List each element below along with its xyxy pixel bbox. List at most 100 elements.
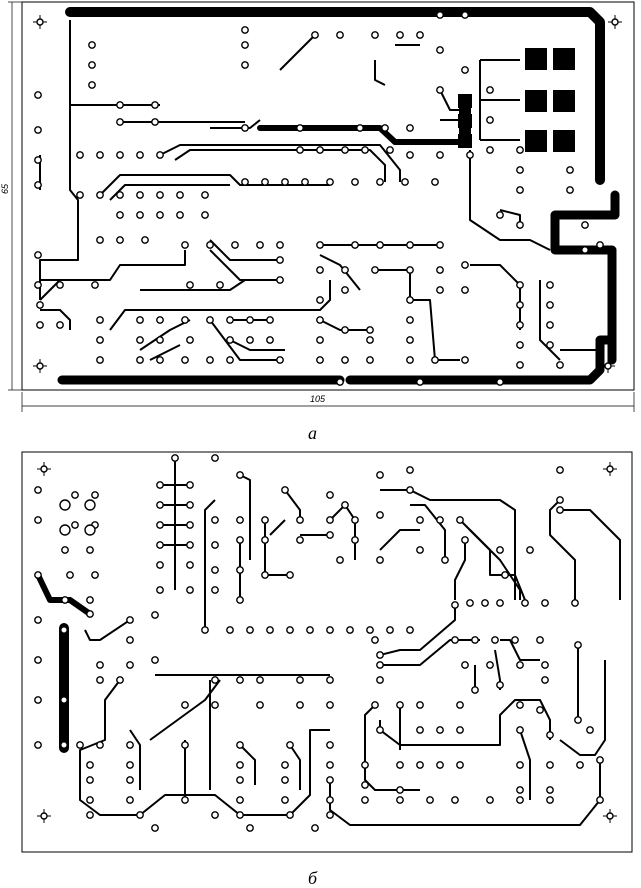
pad <box>231 241 239 249</box>
pad <box>461 286 469 294</box>
pad <box>311 31 319 39</box>
pad <box>116 191 124 199</box>
pad <box>574 641 582 649</box>
pad <box>436 241 444 249</box>
pad <box>126 776 134 784</box>
power-traces-b <box>35 572 93 753</box>
pad <box>36 301 44 309</box>
pad <box>336 31 344 39</box>
pad <box>466 599 474 607</box>
pad <box>341 266 349 274</box>
pad <box>516 661 524 669</box>
pad <box>381 124 389 132</box>
pad <box>34 181 42 189</box>
pad <box>376 651 384 659</box>
pad <box>346 626 354 634</box>
pad <box>246 626 254 634</box>
pad <box>456 701 464 709</box>
pad <box>471 686 479 694</box>
pad <box>76 741 84 749</box>
board-b <box>21 451 633 853</box>
pad <box>136 336 144 344</box>
pad <box>406 124 414 132</box>
pad <box>574 716 582 724</box>
pad <box>326 761 334 769</box>
pad <box>556 466 564 474</box>
pad <box>286 741 294 749</box>
pad <box>211 586 219 594</box>
pad <box>541 676 549 684</box>
pad <box>516 301 524 309</box>
pad <box>116 151 124 159</box>
pad <box>556 361 564 369</box>
pad <box>296 516 304 524</box>
pad <box>351 178 359 186</box>
pad <box>61 596 69 604</box>
pad <box>216 281 224 289</box>
pad <box>126 661 134 669</box>
pad <box>296 536 304 544</box>
pad <box>351 536 359 544</box>
pad <box>34 616 42 624</box>
pad <box>186 336 194 344</box>
pad <box>316 241 324 249</box>
pad <box>361 146 369 154</box>
pad <box>34 486 42 494</box>
pad <box>501 571 509 579</box>
pad <box>406 336 414 344</box>
pad <box>211 516 219 524</box>
pad <box>456 726 464 734</box>
pad <box>281 178 289 186</box>
pad <box>151 118 159 126</box>
pad <box>586 726 594 734</box>
pad <box>34 656 42 664</box>
pad <box>76 191 84 199</box>
pad <box>211 454 219 462</box>
pad <box>406 296 414 304</box>
pad <box>516 701 524 709</box>
pad <box>326 676 334 684</box>
pad <box>34 156 42 164</box>
pad <box>76 151 84 159</box>
pad <box>491 636 499 644</box>
signal-traces-b <box>79 458 621 826</box>
pad <box>88 61 96 69</box>
pad <box>351 516 359 524</box>
pad <box>396 796 404 804</box>
pad <box>496 546 504 554</box>
pad <box>141 236 149 244</box>
pad <box>416 701 424 709</box>
pad <box>266 626 274 634</box>
pad <box>486 146 494 154</box>
pad <box>396 701 404 709</box>
pad <box>241 124 249 132</box>
pad <box>36 18 44 26</box>
pad <box>431 178 439 186</box>
pad <box>211 701 219 709</box>
pad <box>241 178 249 186</box>
pad <box>596 756 604 764</box>
pad <box>96 661 104 669</box>
pad <box>176 191 184 199</box>
pad <box>451 601 459 609</box>
figure-a-label: а <box>308 423 317 443</box>
pad <box>516 361 524 369</box>
pad <box>156 211 164 219</box>
pad <box>96 741 104 749</box>
pad <box>226 316 234 324</box>
pad <box>186 561 194 569</box>
pad <box>546 761 554 769</box>
pad <box>96 356 104 364</box>
pad <box>536 636 544 644</box>
pad <box>206 316 214 324</box>
pad <box>326 701 334 709</box>
pad <box>136 356 144 364</box>
pad <box>371 701 379 709</box>
pad <box>516 281 524 289</box>
pad <box>34 91 42 99</box>
pad <box>566 166 574 174</box>
pad <box>60 626 68 634</box>
pad <box>56 321 64 329</box>
pad <box>241 61 249 69</box>
pad <box>156 586 164 594</box>
